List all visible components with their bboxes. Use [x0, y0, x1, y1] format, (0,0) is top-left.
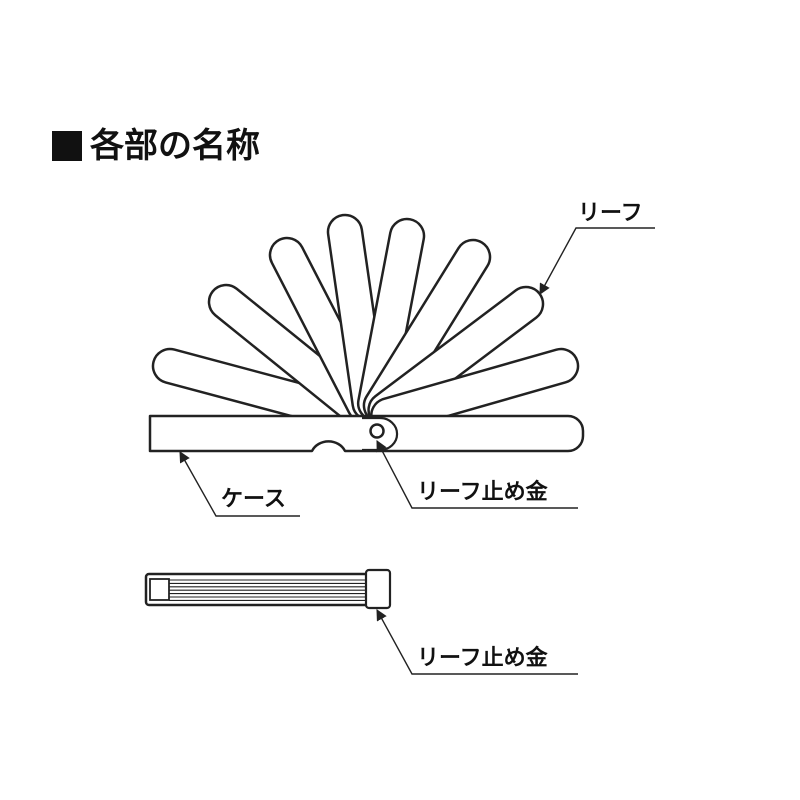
leaf-label: リーフ: [578, 201, 643, 226]
case-label: ケース: [221, 487, 286, 512]
folded-leaf-lines: [169, 579, 366, 601]
leaf-leader-line: [539, 227, 655, 295]
case-leader-line: [179, 451, 300, 517]
leaf-stopper-rivet: [369, 423, 385, 439]
case-side-view: [144, 568, 392, 610]
square-bullet-icon: [52, 131, 82, 161]
leaf-stopper-label-top: リーフ止め金: [417, 480, 548, 505]
leaf-stopper-leader-line-top: [376, 440, 578, 509]
title-text: 各部の名称: [90, 126, 260, 166]
leaf-stopper-leader-line-bottom: [376, 609, 578, 675]
leaf-blades: [151, 213, 580, 434]
leaf-stopper-label-bottom: リーフ止め金: [417, 646, 548, 671]
page-title: 各部の名称: [52, 126, 260, 166]
